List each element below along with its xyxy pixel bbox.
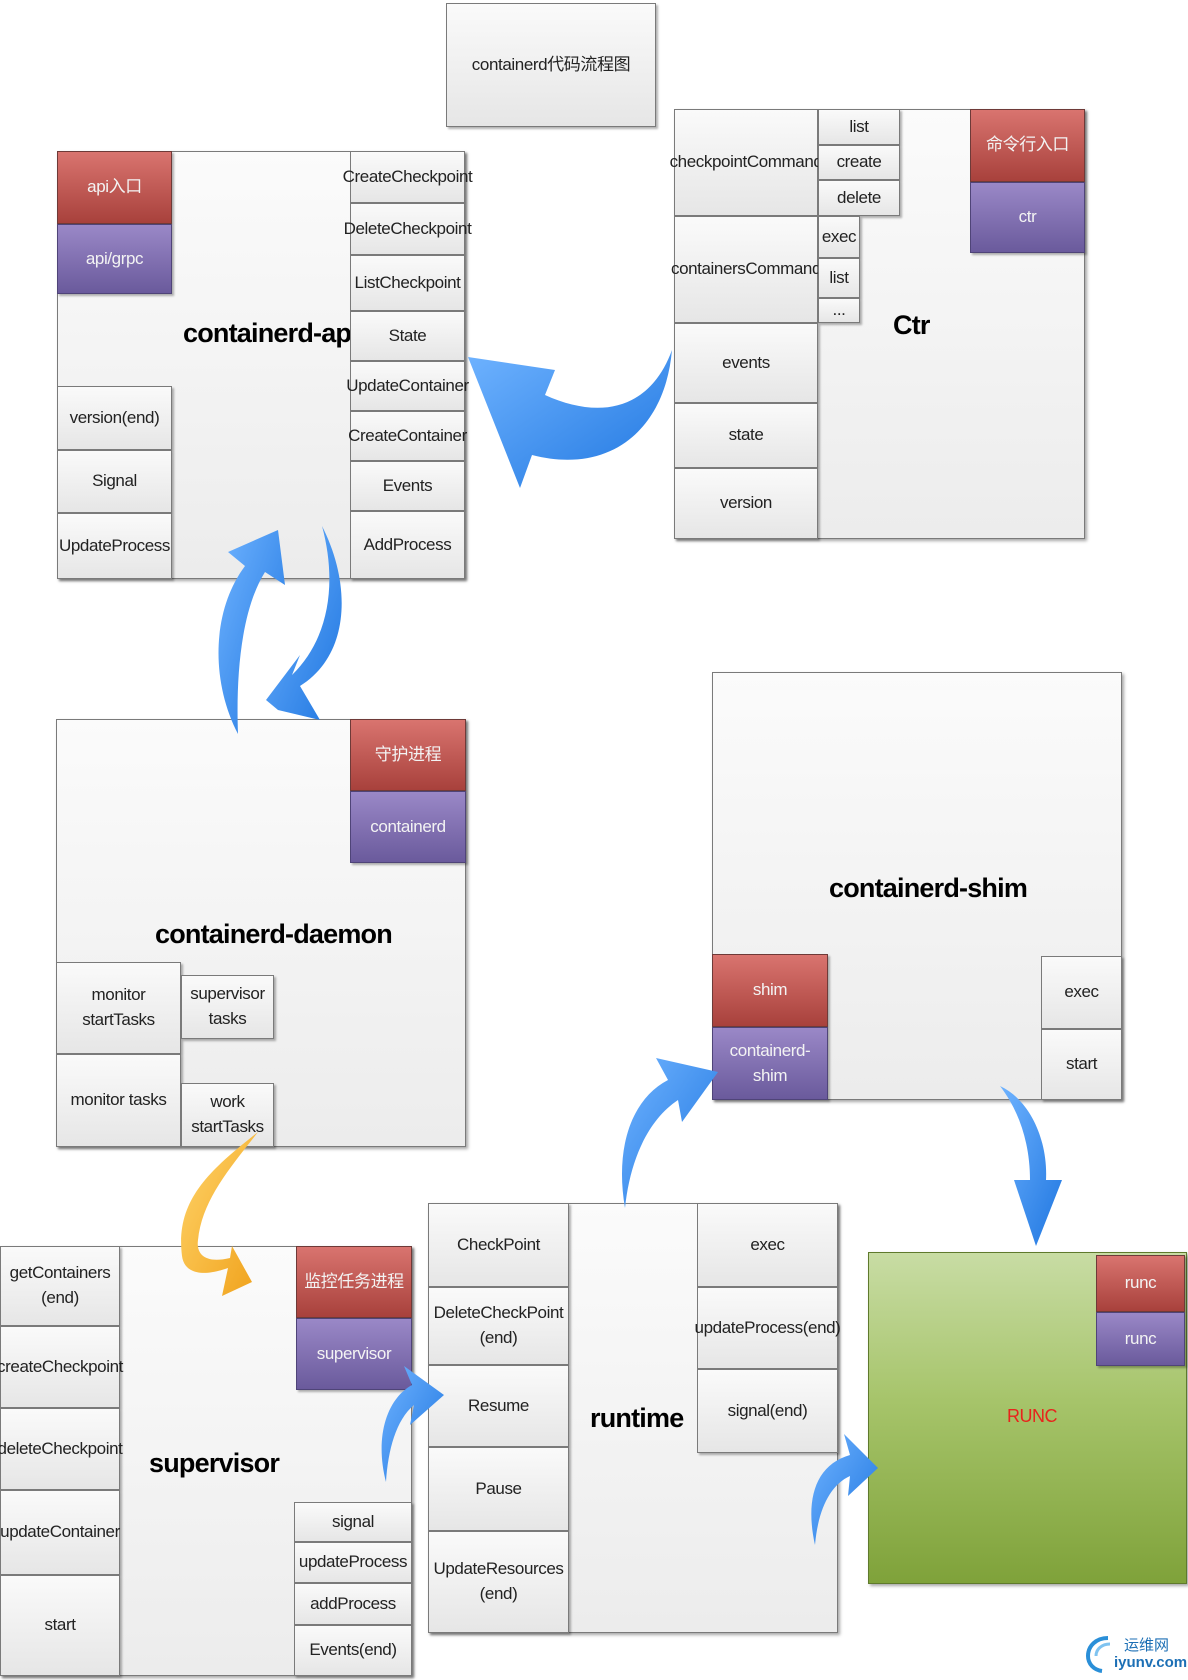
api-method-create-container: CreateContainer xyxy=(348,411,467,461)
api-grpc-badge: api/grpc xyxy=(57,224,172,294)
supervisor-delete-checkpoint: deleteCheckpoint xyxy=(0,1408,123,1490)
api-method-add-process: AddProcess xyxy=(350,511,465,579)
arrow-shim-to-runc xyxy=(1000,1086,1062,1246)
ctr-badge: ctr xyxy=(970,182,1085,253)
ctr-command-state: state xyxy=(674,403,818,468)
ctr-checkpoint-create: create xyxy=(818,145,900,180)
ctr-command-version: version xyxy=(674,468,818,539)
ctr-command-events: events xyxy=(674,323,818,403)
runc-label: RUNC xyxy=(1007,1406,1058,1426)
ctr-containers-more: ... xyxy=(818,298,860,323)
daemon-guard-badge: 守护进程 xyxy=(350,719,466,791)
watermark-en: iyunv.com xyxy=(1114,1654,1188,1671)
api-method-update-container: UpdateContainer xyxy=(346,361,469,411)
daemon-monitor-starttasks: monitor startTasks xyxy=(56,962,181,1054)
supervisor-get-containers: getContainers (end) xyxy=(0,1246,120,1326)
supervisor-signal: signal xyxy=(294,1502,412,1542)
runc-badge-bottom: runc xyxy=(1096,1312,1185,1366)
api-method-list-checkpoint: ListCheckpoint xyxy=(350,255,465,311)
api-entry-badge: api入口 xyxy=(57,151,172,224)
runtime-checkpoint: CheckPoint xyxy=(428,1203,569,1287)
diagram-title-box: containerd代码流程图 xyxy=(446,3,656,127)
ctr-containers-exec: exec xyxy=(818,216,860,258)
containerd-shim-title: containerd-shim xyxy=(829,873,1028,903)
containerd-shim-badge: containerd-shim xyxy=(712,1027,828,1100)
supervisor-create-checkpoint: createCheckpoint xyxy=(0,1326,123,1408)
runc-badge-top: runc xyxy=(1096,1255,1185,1312)
supervisor-title: supervisor xyxy=(149,1448,280,1478)
supervisor-events: Events(end) xyxy=(294,1625,412,1676)
runtime-signal: signal(end) xyxy=(697,1369,838,1453)
api-method-create-checkpoint: CreateCheckpoint xyxy=(343,151,473,203)
shim-exec: exec xyxy=(1041,956,1122,1029)
supervisor-start: start xyxy=(0,1575,120,1676)
api-item-update-process: UpdateProcess xyxy=(57,513,172,579)
runtime-title: runtime xyxy=(590,1403,684,1433)
api-item-version: version(end) xyxy=(57,386,172,450)
daemon-work-starttasks: work startTasks xyxy=(181,1083,274,1147)
daemon-containerd-badge: containerd xyxy=(350,791,466,863)
api-item-signal: Signal xyxy=(57,450,172,513)
supervisor-monitor-badge: 监控任务进程 xyxy=(296,1246,412,1318)
supervisor-add-process: addProcess xyxy=(294,1583,412,1625)
containerd-api-title: containerd-api xyxy=(183,318,359,348)
ctr-containers-list: list xyxy=(818,258,860,298)
ctr-checkpoint-delete: delete xyxy=(818,180,900,216)
daemon-supervisor-tasks: supervisor tasks xyxy=(181,975,274,1039)
runtime-delete-checkpoint: DeleteCheckPoint (end) xyxy=(428,1287,569,1365)
shim-badge: shim xyxy=(712,954,828,1027)
watermark-cn: 运维网 xyxy=(1124,1637,1170,1654)
ctr-command-containers: containersCommand xyxy=(671,216,821,323)
runtime-update-process: updateProcess(end) xyxy=(695,1287,841,1369)
supervisor-update-process: updateProcess xyxy=(294,1542,412,1583)
runtime-update-resources: UpdateResources (end) xyxy=(428,1531,569,1633)
shim-start: start xyxy=(1041,1029,1122,1100)
containerd-daemon-title: containerd-daemon xyxy=(155,919,393,949)
api-method-events: Events xyxy=(350,461,465,511)
runtime-exec: exec xyxy=(697,1203,838,1287)
ctr-entry-badge: 命令行入口 xyxy=(970,109,1085,182)
arrow-ctr-to-api xyxy=(468,350,672,488)
supervisor-badge: supervisor xyxy=(296,1318,412,1390)
watermark: 运维网 iyunv.com xyxy=(1084,1630,1188,1678)
diagram-title: containerd代码流程图 xyxy=(471,54,631,74)
runtime-pause: Pause xyxy=(428,1447,569,1531)
api-method-state: State xyxy=(350,311,465,361)
runtime-resume: Resume xyxy=(428,1365,569,1447)
ctr-checkpoint-list: list xyxy=(818,109,900,145)
ctr-command-checkpoint: checkpointCommand xyxy=(670,109,823,216)
supervisor-update-container: updateContainer xyxy=(0,1490,120,1575)
arrow-runtime-to-shim xyxy=(621,1058,718,1208)
ctr-title: Ctr xyxy=(893,310,930,340)
watermark-logo-icon xyxy=(1085,1636,1111,1673)
daemon-monitor-tasks: monitor tasks xyxy=(56,1054,181,1147)
api-method-delete-checkpoint: DeleteCheckpoint xyxy=(344,203,472,255)
